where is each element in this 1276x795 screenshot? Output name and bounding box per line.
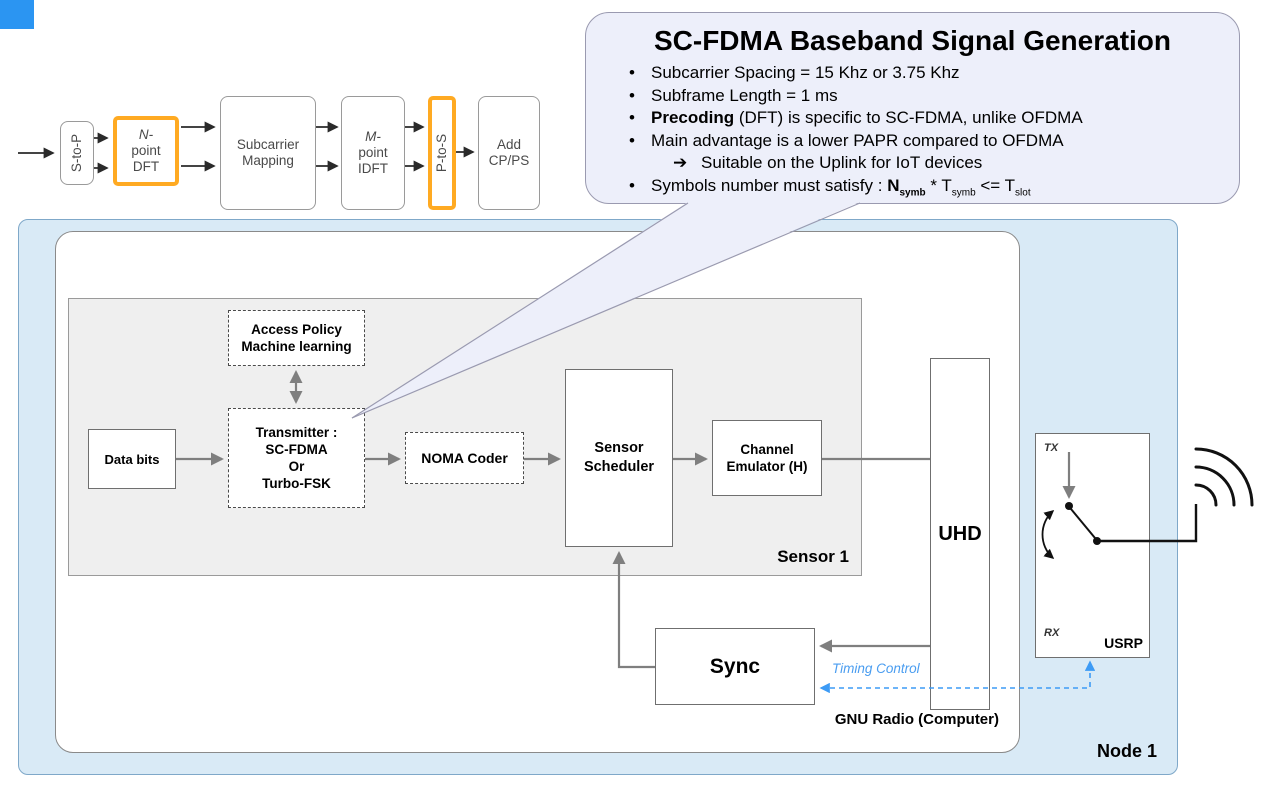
block-channel-emulator: Channel Emulator (H)	[712, 420, 822, 496]
formula-t2-sub: slot	[1015, 186, 1031, 198]
bullet-icon: •	[629, 108, 635, 127]
formula-t1-sub: symb	[951, 186, 976, 198]
block-n-point-dft: N- point DFT	[113, 116, 179, 186]
bullet-text: Suitable on the Uplink for IoT devices	[701, 153, 983, 172]
bullet-text-bold: Precoding	[651, 108, 735, 127]
bullet-icon: •	[629, 85, 635, 105]
block-label: P-to-S	[434, 133, 450, 173]
block-access-policy-ml: Access Policy Machine learning	[228, 310, 365, 366]
bullet-text: Subframe Length = 1 ms	[651, 85, 838, 105]
block-label-italic: M-	[365, 129, 381, 144]
block-m-point-idft: M- point IDFT	[341, 96, 405, 210]
block-label: Sensor Scheduler	[583, 440, 655, 475]
bullet-icon: •	[629, 175, 635, 195]
block-uhd: UHD	[930, 358, 990, 710]
block-label: point IDFT	[358, 145, 388, 176]
bullet-text: Symbols number must satisfy : Nsymb * Ts…	[651, 175, 1031, 205]
block-sync: Sync	[655, 628, 815, 705]
block-add-cp-ps: Add CP/PS	[478, 96, 540, 210]
formula-t1: T	[941, 175, 952, 195]
formula-n-sub: symb	[899, 186, 926, 198]
block-label: Subcarrier Mapping	[236, 137, 300, 168]
timing-control-label: Timing Control	[832, 661, 920, 676]
arrow-bullet-icon: ➔	[673, 153, 688, 172]
block-subcarrier-mapping: Subcarrier Mapping	[220, 96, 316, 210]
block-label: Access Policy Machine learning	[241, 322, 352, 354]
bullet-icon: •	[629, 63, 635, 82]
bullet-text: Subcarrier Spacing = 15 Khz or 3.75 Khz	[651, 63, 960, 82]
callout-bullet-list: • Subcarrier Spacing = 15 Khz or 3.75 Kh…	[586, 62, 1239, 204]
bullet-precoding: • Precoding (DFT) is specific to SC-FDMA…	[586, 107, 1239, 130]
usrp-rx-label: RX	[1044, 627, 1060, 639]
bullet-subframe-length: • Subframe Length = 1 ms	[586, 85, 1239, 108]
bullet-text-rest: (DFT) is specific to SC-FDMA, unlike OFD…	[734, 108, 1083, 127]
block-label: Data bits	[104, 451, 160, 467]
formula-prefix: Symbols number must satisfy :	[651, 175, 888, 195]
block-serial-to-parallel: S-to-P	[60, 121, 94, 185]
block-label: Transmitter : SC-FDMA Or Turbo-FSK	[255, 425, 338, 491]
block-label-italic: N-	[138, 127, 154, 142]
callout-bubble: SC-FDMA Baseband Signal Generation • Sub…	[585, 12, 1240, 204]
bullet-symbols-constraint: • Symbols number must satisfy : Nsymb * …	[586, 175, 1239, 205]
block-label: NOMA Coder	[421, 450, 508, 466]
block-parallel-to-serial: P-to-S	[428, 96, 456, 210]
block-label: Channel Emulator (H)	[726, 442, 808, 474]
formula-leq: <=	[975, 175, 1005, 195]
node1-label: Node 1	[1096, 741, 1157, 761]
block-sensor-scheduler: Sensor Scheduler	[565, 369, 673, 547]
bullet-papr: • Main advantage is a lower PAPR compare…	[586, 130, 1239, 153]
usrp-tx-label: TX	[1044, 442, 1059, 454]
bullet-text: Main advantage is a lower PAPR compared …	[651, 130, 1064, 150]
formula-star: *	[925, 175, 942, 195]
block-transmitter: Transmitter : SC-FDMA Or Turbo-FSK	[228, 408, 365, 508]
block-label: point DFT	[131, 143, 161, 174]
block-label: Sync	[709, 654, 761, 678]
gnu-radio-label: GNU Radio (Computer)	[834, 711, 999, 728]
callout-title: SC-FDMA Baseband Signal Generation	[653, 25, 1172, 56]
sub-bullet-uplink-iot: ➔ Suitable on the Uplink for IoT devices	[586, 152, 1239, 175]
block-label: Add CP/PS	[488, 137, 530, 168]
bullet-icon: •	[629, 130, 635, 150]
corner-accent-square	[0, 0, 34, 29]
block-data-bits: Data bits	[88, 429, 176, 489]
usrp-label: USRP	[1104, 635, 1143, 651]
block-label: S-to-P	[69, 133, 85, 173]
block-label: UHD	[938, 522, 982, 545]
block-usrp: TX RX USRP	[1035, 433, 1150, 658]
formula-n: N	[887, 175, 900, 195]
formula-t2: T	[1004, 175, 1016, 195]
block-noma-coder: NOMA Coder	[405, 432, 524, 484]
sensor1-label: Sensor 1	[777, 547, 849, 566]
bullet-subcarrier-spacing: • Subcarrier Spacing = 15 Khz or 3.75 Kh…	[586, 62, 1239, 85]
bullet-text: Precoding (DFT) is specific to SC-FDMA, …	[651, 107, 1083, 130]
